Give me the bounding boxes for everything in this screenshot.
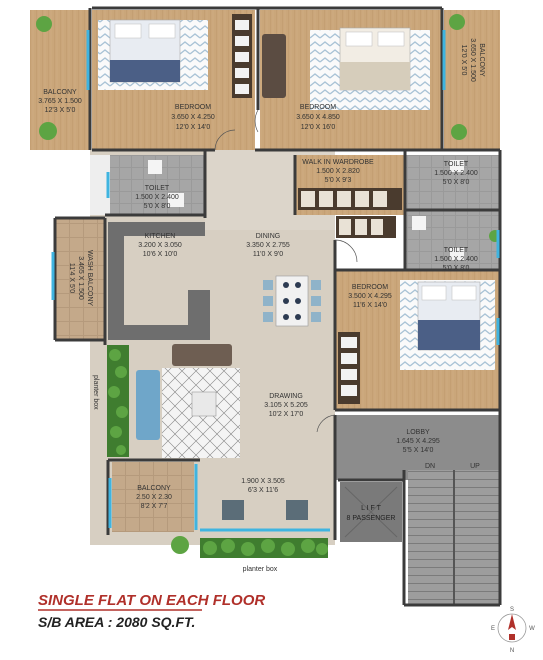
wash-balcony-floor xyxy=(55,218,105,340)
svg-text:3.465 X 1.500: 3.465 X 1.500 xyxy=(77,256,84,300)
svg-text:1.500 X 2.820: 1.500 X 2.820 xyxy=(316,168,360,175)
svg-text:12'0 X 5'0: 12'0 X 5'0 xyxy=(460,45,467,76)
svg-text:DINING: DINING xyxy=(256,233,281,240)
svg-text:S: S xyxy=(510,607,514,613)
svg-text:WASH BALCONY: WASH BALCONY xyxy=(86,250,93,306)
svg-text:3.105 X 5.205: 3.105 X 5.205 xyxy=(264,402,308,409)
svg-text:11'4 X 5'0: 11'4 X 5'0 xyxy=(68,263,75,293)
svg-text:12'0 X 16'0: 12'0 X 16'0 xyxy=(301,124,336,131)
svg-text:12'0 X 14'0: 12'0 X 14'0 xyxy=(176,124,211,131)
svg-text:1.500 X 2.400: 1.500 X 2.400 xyxy=(434,170,478,177)
svg-text:TOILET: TOILET xyxy=(145,185,170,192)
svg-text:BEDROOM: BEDROOM xyxy=(300,104,336,111)
label-lobby: LOBBY 1.645 X 4.295 5'5 X 14'0 xyxy=(396,429,440,454)
lobby-floor xyxy=(335,415,500,480)
sofa-drawing-top xyxy=(172,344,232,366)
svg-text:DRAWING: DRAWING xyxy=(269,393,303,400)
label-wash-balcony: WASH BALCONY 3.465 X 1.500 11'4 X 5'0 xyxy=(68,250,93,306)
stairs-down-label: DN xyxy=(425,463,435,470)
label-balcony-bottom: BALCONY 2.50 X 2.30 8'2 X 7'7 xyxy=(136,485,172,510)
svg-text:L I F T: L I F T xyxy=(361,505,382,512)
svg-text:WALK IN WARDROBE: WALK IN WARDROBE xyxy=(302,159,374,166)
svg-text:N: N xyxy=(510,648,514,654)
svg-text:BALCONY: BALCONY xyxy=(43,89,77,96)
svg-text:1.645 X 4.295: 1.645 X 4.295 xyxy=(396,438,440,445)
label-balcony-right: BALCONY 3.650 X 1.500 12'0 X 5'0 xyxy=(460,38,485,82)
balcony-left-floor xyxy=(30,10,90,150)
svg-text:KITCHEN: KITCHEN xyxy=(145,233,176,240)
svg-text:1.900 X 3.505: 1.900 X 3.505 xyxy=(241,478,285,485)
svg-text:BALCONY: BALCONY xyxy=(137,485,171,492)
svg-text:8'2 X 7'7: 8'2 X 7'7 xyxy=(141,503,168,510)
svg-text:BALCONY: BALCONY xyxy=(478,43,485,77)
svg-text:TOILET: TOILET xyxy=(444,161,469,168)
svg-text:5'0 X 8'0: 5'0 X 8'0 xyxy=(443,265,470,272)
svg-text:BEDROOM: BEDROOM xyxy=(352,284,388,291)
svg-text:10'6 X 10'0: 10'6 X 10'0 xyxy=(143,251,178,258)
svg-text:2.50 X 2.30: 2.50 X 2.30 xyxy=(136,494,172,501)
svg-text:12'3 X 5'0: 12'3 X 5'0 xyxy=(45,107,76,114)
balcony-bottom-floor xyxy=(112,462,194,532)
svg-text:LOBBY: LOBBY xyxy=(406,429,430,436)
dining-table xyxy=(275,275,309,327)
svg-text:3.650 X 4.250: 3.650 X 4.250 xyxy=(171,114,215,121)
label-drawing: DRAWING 3.105 X 5.205 10'2 X 17'0 xyxy=(264,393,308,418)
svg-text:BEDROOM: BEDROOM xyxy=(175,104,211,111)
glass-panels xyxy=(51,30,500,532)
walls xyxy=(53,6,502,607)
svg-text:8 PASSENGER: 8 PASSENGER xyxy=(347,515,396,522)
svg-text:3.350 X 2.755: 3.350 X 2.755 xyxy=(246,242,290,249)
sofa-drawing-left xyxy=(136,370,160,440)
svg-text:10'2 X 17'0: 10'2 X 17'0 xyxy=(269,411,304,418)
svg-text:5'5 X 14'0: 5'5 X 14'0 xyxy=(403,447,434,454)
svg-text:11'0 X 9'0: 11'0 X 9'0 xyxy=(253,251,283,258)
compass-icon: S N E W xyxy=(491,607,535,654)
svg-text:5'0 X 8'0: 5'0 X 8'0 xyxy=(144,203,171,210)
svg-text:E: E xyxy=(491,626,495,632)
planter-box-bottom-label: planter box xyxy=(243,566,278,573)
svg-text:3.500 X 4.295: 3.500 X 4.295 xyxy=(348,293,392,300)
svg-text:W: W xyxy=(529,626,535,632)
footer-title: SINGLE FLAT ON EACH FLOOR xyxy=(38,592,265,609)
label-bedroom-1: BEDROOM 3.650 X 4.250 12'0 X 14'0 xyxy=(171,104,215,131)
svg-text:3.650 X 1.500: 3.650 X 1.500 xyxy=(469,38,476,82)
sofa-bedroom-2 xyxy=(262,34,286,98)
label-kitchen: KITCHEN 3.200 X 3.050 10'6 X 10'0 xyxy=(138,233,182,258)
label-toilet-3: TOILET 1.500 X 2.400 5'0 X 8'0 xyxy=(434,247,478,272)
svg-text:3.200 X 3.050: 3.200 X 3.050 xyxy=(138,242,182,249)
svg-text:6'3 X 11'6: 6'3 X 11'6 xyxy=(248,487,278,494)
label-bedroom-3: BEDROOM 3.500 X 4.295 11'6 X 14'0 xyxy=(348,284,392,309)
svg-text:5'0 X 9'3: 5'0 X 9'3 xyxy=(325,177,352,184)
label-dining: DINING 3.350 X 2.755 11'0 X 9'0 xyxy=(246,233,290,258)
label-bedroom-2: BEDROOM 3.650 X 4.850 12'0 X 16'0 xyxy=(296,104,340,131)
stairs-up-label: UP xyxy=(470,463,480,470)
svg-text:1.500 X 2.400: 1.500 X 2.400 xyxy=(135,194,179,201)
svg-text:11'6 X 14'0: 11'6 X 14'0 xyxy=(353,302,387,309)
label-foyer: 1.900 X 3.505 6'3 X 11'6 xyxy=(241,478,285,494)
svg-text:TOILET: TOILET xyxy=(444,247,469,254)
footer-area: S/B AREA : 2080 SQ.FT. xyxy=(38,614,195,630)
label-balcony-left: BALCONY 3.765 X 1.500 12'3 X 5'0 xyxy=(38,89,82,114)
planter-box-side xyxy=(107,345,129,457)
label-toilet-2: TOILET 1.500 X 2.400 5'0 X 8'0 xyxy=(434,161,478,186)
planter-box-side-label: planter box xyxy=(92,375,99,410)
svg-text:5'0 X 8'0: 5'0 X 8'0 xyxy=(443,179,470,186)
svg-text:1.500 X 2.400: 1.500 X 2.400 xyxy=(434,256,478,263)
svg-text:3.650 X 4.850: 3.650 X 4.850 xyxy=(296,114,340,121)
label-lift: L I F T 8 PASSENGER xyxy=(347,505,396,522)
label-toilet-1: TOILET 1.500 X 2.400 5'0 X 8'0 xyxy=(135,185,179,210)
label-walk-in-wardrobe: WALK IN WARDROBE 1.500 X 2.820 5'0 X 9'3 xyxy=(302,159,374,184)
svg-text:3.765 X 1.500: 3.765 X 1.500 xyxy=(38,98,82,105)
